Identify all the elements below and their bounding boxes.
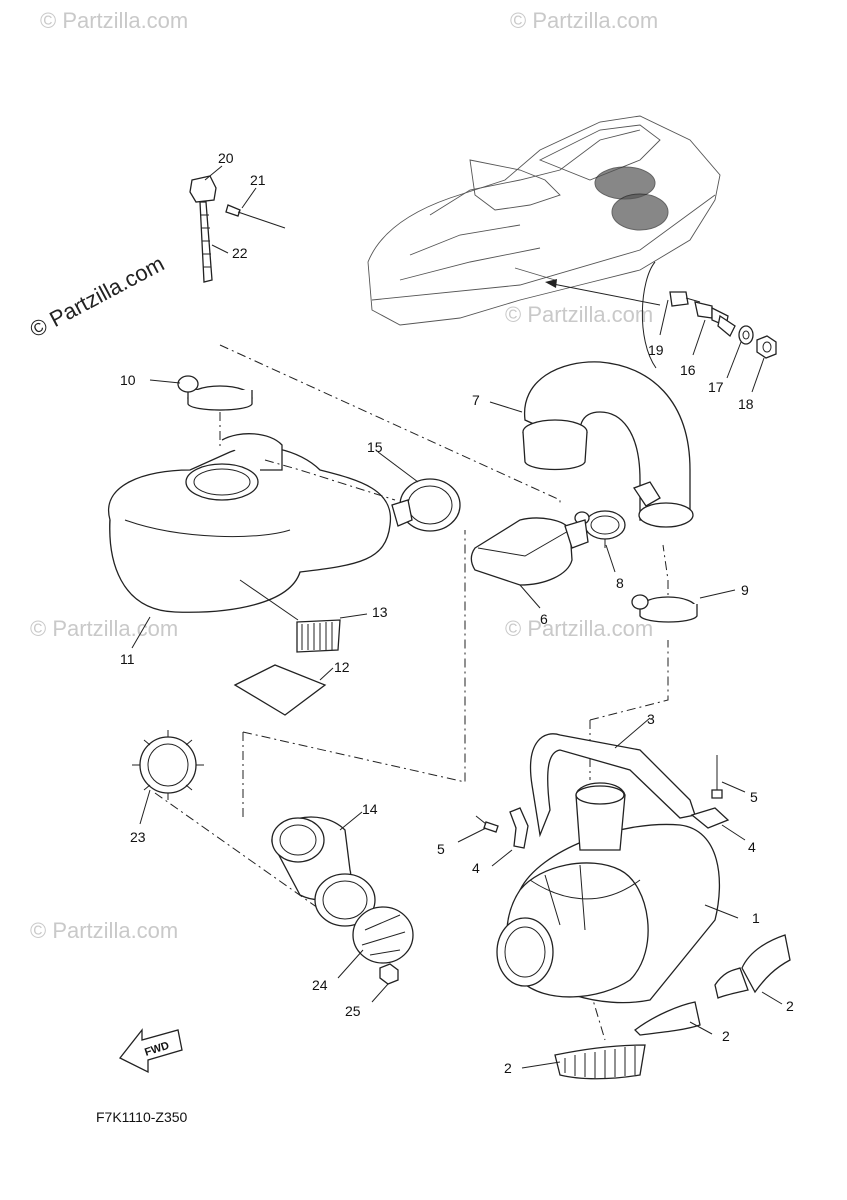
nut-18 (756, 335, 777, 359)
muffler-1 (496, 782, 739, 1004)
bracket-4-left (491, 807, 529, 867)
callout-2-c: 2 (504, 1060, 512, 1076)
watermark-watercraft: © Partzilla.com (505, 302, 653, 327)
mount-hardware-20-22 (189, 165, 286, 283)
bracket-4-right (690, 807, 746, 841)
clamp-8 (574, 510, 626, 573)
stud-16 (694, 301, 736, 338)
hose-14 (271, 811, 376, 927)
callout-9: 9 (741, 582, 749, 598)
callout-15: 15 (367, 439, 383, 455)
bolt-19 (669, 291, 701, 307)
callout-18: 18 (738, 396, 754, 412)
watercraft-illustration (367, 115, 721, 326)
callout-5-left: 5 (437, 841, 445, 857)
callout-11: 11 (120, 651, 135, 667)
retainer-ring-23 (132, 730, 204, 825)
watermark-mid-right: © Partzilla.com (505, 616, 653, 641)
callout-23: 23 (130, 829, 146, 845)
watermark-main: © Partzilla.com (26, 251, 169, 343)
callout-6: 6 (540, 611, 548, 627)
heat-shield-2-a (741, 934, 791, 1005)
resonator-6 (470, 517, 589, 609)
callout-25: 25 (345, 1003, 361, 1019)
callout-19: 19 (648, 342, 664, 358)
callout-10: 10 (120, 372, 136, 388)
callout-14: 14 (362, 801, 378, 817)
washer-17 (738, 325, 754, 345)
watermark-top-right: © Partzilla.com (510, 8, 658, 33)
watermark-mid-left: © Partzilla.com (30, 616, 178, 641)
callout-17: 17 (708, 379, 724, 395)
callout-24: 24 (312, 977, 328, 993)
pin-5-left (457, 815, 499, 843)
callout-8: 8 (616, 575, 624, 591)
pipe-7 (489, 361, 694, 528)
label-13 (239, 579, 368, 653)
plate-24 (337, 906, 414, 979)
plate-12 (233, 664, 334, 716)
callout-1: 1 (752, 910, 760, 926)
callout-2-b: 2 (722, 1028, 730, 1044)
strap-3 (530, 717, 696, 838)
clamp-9 (631, 589, 736, 623)
callout-4-left: 4 (472, 860, 480, 876)
watermark-low-left: © Partzilla.com (30, 918, 178, 943)
callout-13: 13 (372, 604, 388, 620)
detail-pointer (545, 261, 661, 369)
pin-5-right (711, 755, 746, 799)
watermark-top-left: © Partzilla.com (40, 8, 188, 33)
fastener-detail (659, 291, 777, 393)
clamp-10 (149, 375, 253, 411)
callout-21: 21 (250, 172, 266, 188)
callout-12: 12 (334, 659, 350, 675)
callout-2-a: 2 (786, 998, 794, 1014)
callout-20: 20 (218, 150, 234, 166)
callout-5-right: 5 (750, 789, 758, 805)
callout-7: 7 (472, 392, 480, 408)
fwd-arrow: FWD (118, 1028, 183, 1074)
heat-shield-2-b (714, 967, 749, 999)
callout-22: 22 (232, 245, 248, 261)
diagram-code: F7K1110-Z350 (96, 1109, 188, 1125)
callout-16: 16 (680, 362, 696, 378)
nut-25 (371, 963, 399, 1003)
callout-3: 3 (647, 711, 655, 727)
callout-4-right: 4 (748, 839, 756, 855)
heat-shield-2-c (634, 1001, 713, 1036)
heat-shield-2-d (521, 1044, 646, 1080)
clamp-15 (377, 451, 461, 532)
callout-labels: 20 21 22 19 16 17 18 10 7 15 8 9 6 13 11… (120, 150, 794, 1076)
